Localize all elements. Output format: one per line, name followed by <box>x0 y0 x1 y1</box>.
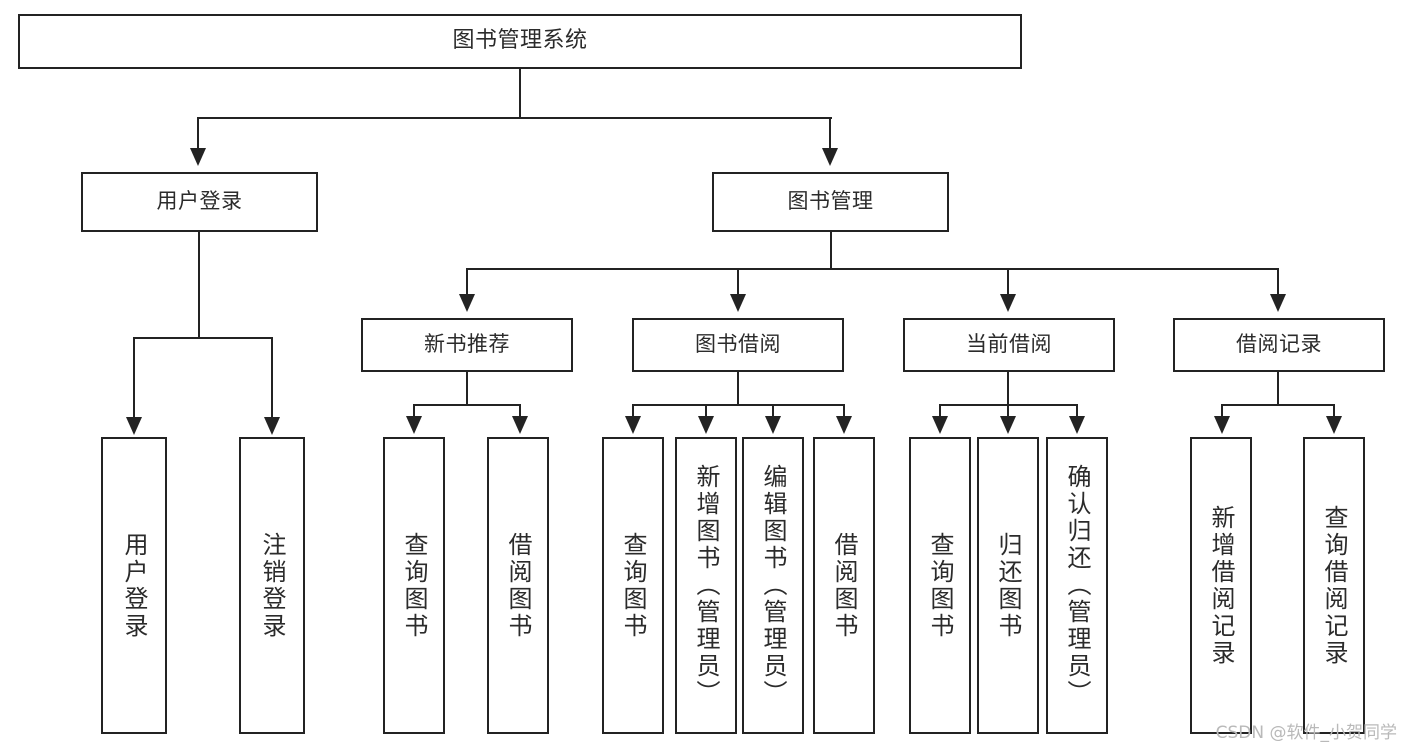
connector-recommend-to-leaf-0 <box>413 404 415 420</box>
connector-record-to-leaf-0 <box>1221 404 1223 420</box>
node-borrow-record[interactable]: 借阅记录 <box>1173 318 1385 372</box>
connector-borrow-to-leaf-3 <box>843 404 845 420</box>
node-current-borrow[interactable]: 当前借阅 <box>903 318 1115 372</box>
arrowhead-login-leaf-0 <box>126 417 142 435</box>
node-label: 图书管理系统 <box>452 28 588 54</box>
node-label: 用户登录 <box>156 189 243 214</box>
arrowhead-record-leaf-1 <box>1326 416 1342 434</box>
connector-recommend-bar <box>414 404 520 406</box>
node-new-book-recommend[interactable]: 新书推荐 <box>361 318 573 372</box>
arrowhead-bookmgmt-child-0 <box>459 294 475 312</box>
leaf-borrow-record-1[interactable]: 查询借阅记录 <box>1303 437 1365 734</box>
connector-borrow-bar <box>633 404 844 406</box>
node-book-management[interactable]: 图书管理 <box>712 172 949 232</box>
connector-borrow-to-leaf-0 <box>632 404 634 420</box>
arrowhead-recommend-leaf-1 <box>512 416 528 434</box>
arrowhead-root-to-login <box>190 148 206 166</box>
arrowhead-bookmgmt-child-2 <box>1000 294 1016 312</box>
connector-record-bar <box>1222 404 1334 406</box>
connector-root-stem <box>519 69 521 118</box>
connector-borrow-to-leaf-1 <box>705 404 707 420</box>
connector-root-to-bookmgmt <box>829 117 831 152</box>
connector-bookmgmt-bar <box>467 268 1279 270</box>
arrowhead-login-leaf-1 <box>264 417 280 435</box>
connector-login-stem <box>198 232 200 338</box>
arrowhead-current-leaf-0 <box>932 416 948 434</box>
arrowhead-root-to-bookmgmt <box>822 148 838 166</box>
connector-bookmgmt-stem <box>830 232 832 269</box>
node-label: 注销登录 <box>258 531 286 640</box>
connector-current-to-leaf-2 <box>1076 404 1078 420</box>
arrowhead-borrow-leaf-2 <box>765 416 781 434</box>
connector-login-to-leaf-1 <box>271 337 273 421</box>
leaf-book-borrow-3[interactable]: 借阅图书 <box>813 437 875 734</box>
node-label: 查询图书 <box>926 531 954 640</box>
node-label: 借阅图书 <box>830 531 858 640</box>
connector-recommend-stem <box>466 372 468 405</box>
arrowhead-borrow-leaf-3 <box>836 416 852 434</box>
connector-login-bar <box>134 337 272 339</box>
connector-bookmgmt-to-child-1 <box>737 268 739 298</box>
node-label: 编辑图书（管理员） <box>759 464 787 707</box>
leaf-user-login-1[interactable]: 注销登录 <box>239 437 305 734</box>
node-label: 查询借阅记录 <box>1320 504 1348 667</box>
connector-borrow-stem <box>737 372 739 405</box>
leaf-book-borrow-0[interactable]: 查询图书 <box>602 437 664 734</box>
node-label: 用户登录 <box>120 531 148 640</box>
leaf-book-borrow-2[interactable]: 编辑图书（管理员） <box>742 437 804 734</box>
connector-login-to-leaf-0 <box>133 337 135 421</box>
leaf-current-borrow-1[interactable]: 归还图书 <box>977 437 1039 734</box>
node-root-system[interactable]: 图书管理系统 <box>18 14 1022 69</box>
connector-root-bar <box>198 117 832 119</box>
node-label: 查询图书 <box>619 531 647 640</box>
node-label: 图书管理 <box>787 189 874 214</box>
arrowhead-borrow-leaf-0 <box>625 416 641 434</box>
node-label: 新增图书（管理员） <box>692 464 720 707</box>
leaf-new-book-recommend-0[interactable]: 查询图书 <box>383 437 445 734</box>
connector-current-to-leaf-1 <box>1007 404 1009 420</box>
node-user-login[interactable]: 用户登录 <box>81 172 318 232</box>
connector-bookmgmt-to-child-3 <box>1277 268 1279 298</box>
node-label: 图书借阅 <box>695 332 781 357</box>
node-label: 借阅记录 <box>1236 332 1322 357</box>
arrowhead-bookmgmt-child-1 <box>730 294 746 312</box>
leaf-book-borrow-1[interactable]: 新增图书（管理员） <box>675 437 737 734</box>
leaf-new-book-recommend-1[interactable]: 借阅图书 <box>487 437 549 734</box>
connector-bookmgmt-to-child-2 <box>1007 268 1009 298</box>
arrowhead-borrow-leaf-1 <box>698 416 714 434</box>
connector-recommend-to-leaf-1 <box>519 404 521 420</box>
arrowhead-bookmgmt-child-3 <box>1270 294 1286 312</box>
node-label: 当前借阅 <box>966 332 1052 357</box>
arrowhead-recommend-leaf-0 <box>406 416 422 434</box>
watermark-text: CSDN @软件_小贺同学 <box>1215 723 1397 743</box>
connector-bookmgmt-to-child-0 <box>466 268 468 298</box>
node-label: 新书推荐 <box>424 332 510 357</box>
node-label: 借阅图书 <box>504 531 532 640</box>
node-label: 归还图书 <box>994 531 1022 640</box>
leaf-current-borrow-2[interactable]: 确认归还（管理员） <box>1046 437 1108 734</box>
connector-current-stem <box>1007 372 1009 405</box>
connector-current-to-leaf-0 <box>939 404 941 420</box>
connector-root-to-login <box>197 117 199 152</box>
connector-record-to-leaf-1 <box>1333 404 1335 420</box>
arrowhead-current-leaf-2 <box>1069 416 1085 434</box>
arrowhead-current-leaf-1 <box>1000 416 1016 434</box>
connector-record-stem <box>1277 372 1279 405</box>
node-label: 查询图书 <box>400 531 428 640</box>
leaf-current-borrow-0[interactable]: 查询图书 <box>909 437 971 734</box>
leaf-borrow-record-0[interactable]: 新增借阅记录 <box>1190 437 1252 734</box>
node-book-borrow[interactable]: 图书借阅 <box>632 318 844 372</box>
arrowhead-record-leaf-0 <box>1214 416 1230 434</box>
connector-borrow-to-leaf-2 <box>772 404 774 420</box>
node-label: 新增借阅记录 <box>1207 504 1235 667</box>
leaf-user-login-0[interactable]: 用户登录 <box>101 437 167 734</box>
node-label: 确认归还（管理员） <box>1063 464 1091 707</box>
